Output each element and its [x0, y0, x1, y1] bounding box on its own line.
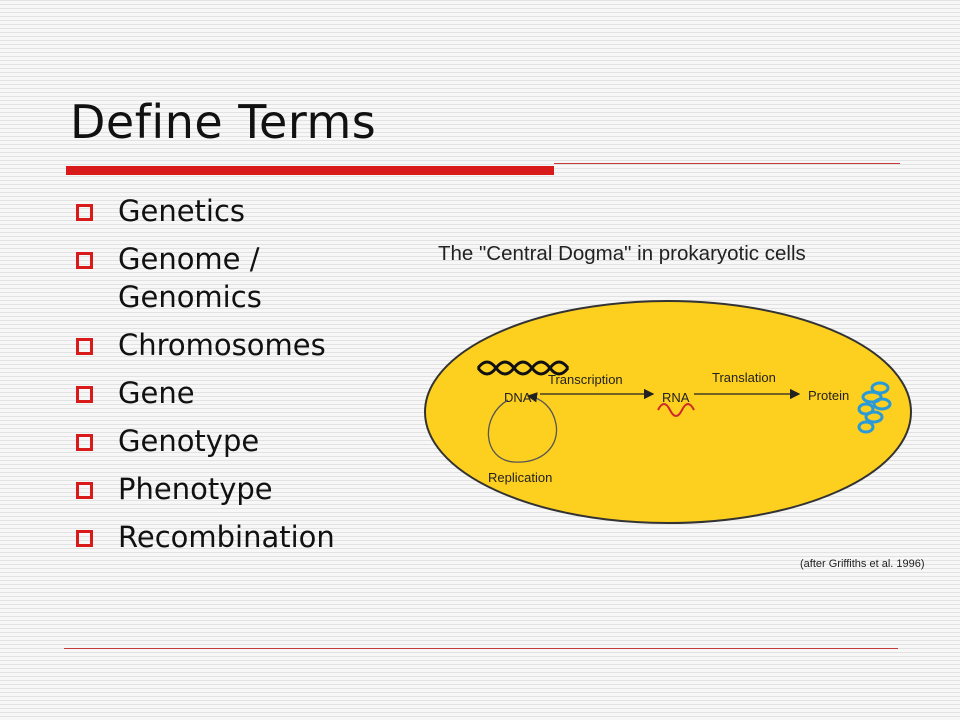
slide-title: Define Terms [70, 95, 377, 149]
bullet-box-icon [76, 204, 93, 221]
bullet-box-icon [76, 252, 93, 269]
cell-ellipse [424, 300, 912, 524]
central-dogma-figure: The "Central Dogma" in prokaryotic cells… [420, 236, 925, 586]
protein-coil-icon [857, 381, 892, 434]
replication-label: Replication [488, 470, 552, 485]
term-text: Gene [118, 376, 195, 410]
transcription-label: Transcription [548, 372, 623, 387]
title-underline-thin [554, 163, 900, 164]
replication-loop-arrow [487, 392, 558, 463]
term-text: Genome / Genomics [118, 242, 262, 314]
term-text: Genetics [118, 194, 246, 228]
bullet-box-icon [76, 338, 93, 355]
dna-label: DNA [504, 390, 532, 405]
dna-helix-icon [476, 360, 570, 376]
title-underline-thick [66, 166, 554, 175]
translation-label: Translation [712, 370, 776, 385]
rna-strand-icon [657, 403, 695, 417]
rna-label: RNA [662, 390, 690, 405]
bullet-box-icon [76, 482, 93, 499]
protein-label: Protein [808, 388, 849, 403]
term-text: Recombination [118, 520, 335, 554]
term-item: Genetics [72, 192, 392, 230]
footer-rule [64, 648, 898, 649]
term-item: Genome / Genomics [72, 240, 392, 316]
term-item: Phenotype [72, 470, 392, 508]
bullet-box-icon [76, 530, 93, 547]
term-text: Genotype [118, 424, 260, 458]
term-text: Chromosomes [118, 328, 326, 362]
figure-title: The "Central Dogma" in prokaryotic cells [438, 242, 806, 265]
term-item: Chromosomes [72, 326, 392, 364]
bullet-box-icon [76, 434, 93, 451]
term-item: Gene [72, 374, 392, 412]
term-list: Genetics Genome / Genomics Chromosomes G… [72, 192, 392, 566]
figure-credit: (after Griffiths et al. 1996) [800, 558, 925, 570]
bullet-box-icon [76, 386, 93, 403]
term-item: Genotype [72, 422, 392, 460]
term-text: Phenotype [118, 472, 273, 506]
figure-diagram: DNA Transcription RNA Translation Protei… [424, 300, 912, 524]
term-item: Recombination [72, 518, 392, 556]
